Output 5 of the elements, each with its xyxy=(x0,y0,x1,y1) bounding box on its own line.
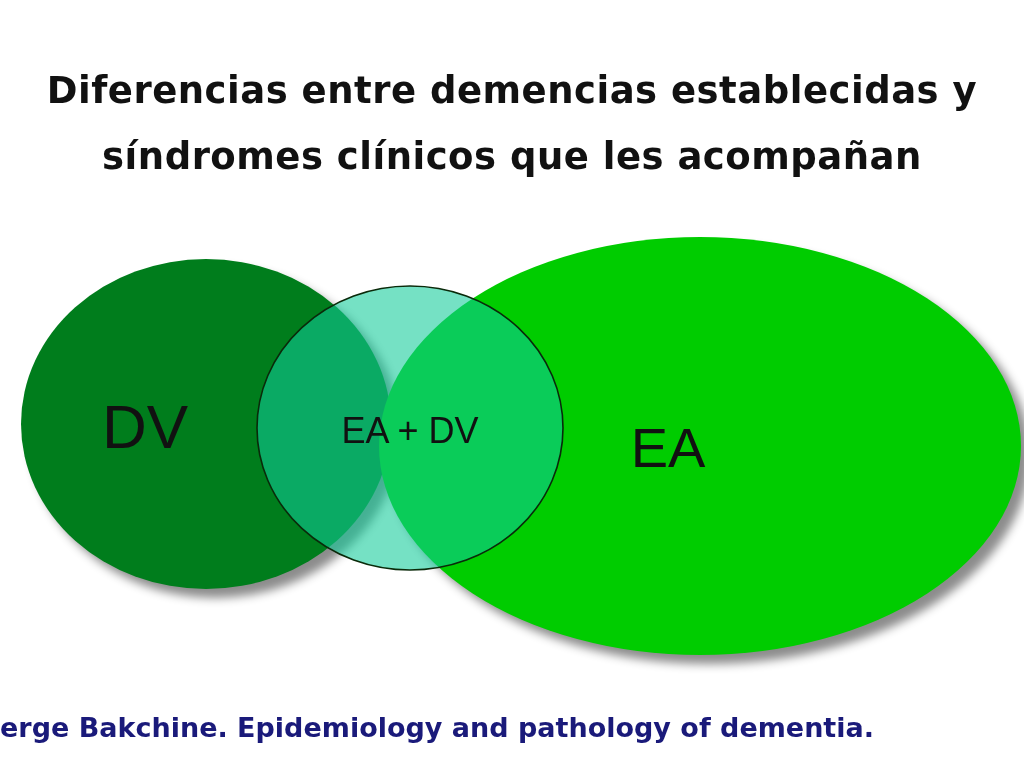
set-label: EA + DV xyxy=(341,410,479,452)
caption: erge Bakchine. Epidemiology and pathology of dementia. xyxy=(0,712,874,743)
set-label: EA xyxy=(630,414,706,480)
set-label: DV xyxy=(101,390,189,462)
title: Diferencias entre demencias establecidas y síndromes clínicos que les acompañan xyxy=(45,68,979,180)
